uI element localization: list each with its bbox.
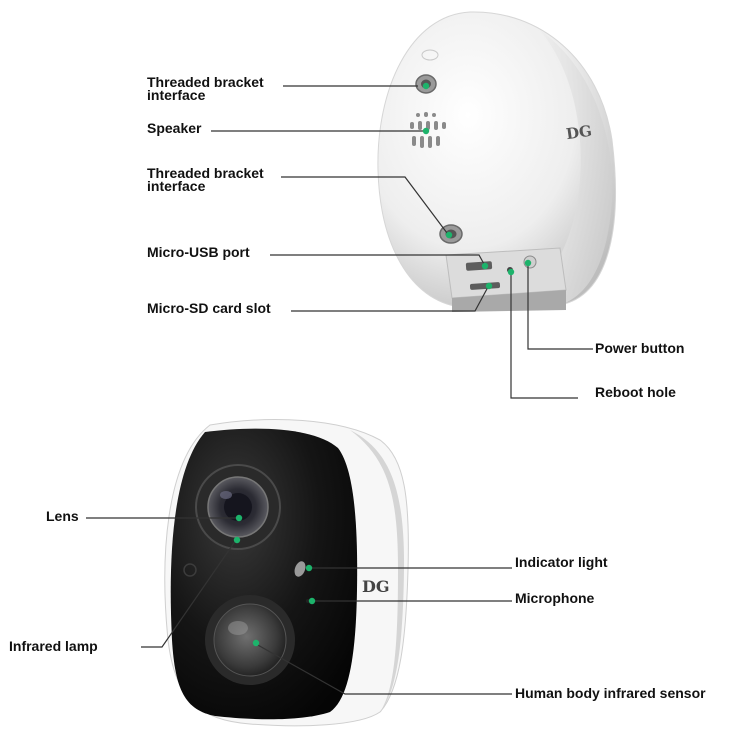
marker-bracket-top [422,82,430,90]
leader-lines [86,85,593,695]
marker-micro-sd [485,282,493,290]
label-bracket-top-line1: Threaded bracket [147,74,264,90]
label-reboot: Reboot hole [595,384,676,400]
label-bracket-mid-line2: interface [147,178,206,194]
label-speaker: Speaker [147,120,202,136]
marker-bracket-mid [445,231,453,239]
line-reboot [510,272,578,399]
marker-pir [252,639,260,647]
line-power [527,264,593,350]
label-pir: Human body infrared sensor [515,685,706,701]
markers [233,82,532,647]
label-indicator: Indicator light [515,554,608,570]
label-micro-usb: Micro-USB port [147,244,250,260]
line-micro-usb [270,254,485,265]
marker-reboot [507,268,515,276]
speaker-grille [410,112,446,148]
marker-micro-usb [481,262,489,270]
marker-indicator [305,564,313,572]
marker-power [524,259,532,267]
logo-back: DG [565,122,593,143]
label-bracket-top-line2: interface [147,87,206,103]
label-bracket-top: Threaded bracket interface [147,74,264,103]
label-lens: Lens [46,508,79,524]
line-bracket-mid [281,176,448,234]
camera-front-view: DG [164,419,409,727]
line-micro-sd [291,286,489,312]
label-microphone: Microphone [515,590,595,606]
logo-front: DG [362,577,390,596]
camera-back-view: DG [377,11,616,312]
marker-lens [235,514,243,522]
marker-infrared-lamp [233,536,241,544]
line-infrared-lamp [141,539,237,648]
marker-microphone [308,597,316,605]
label-bracket-mid: Threaded bracket interface [147,165,264,194]
label-bracket-mid-line1: Threaded bracket [147,165,264,181]
label-micro-sd: Micro-SD card slot [147,300,271,316]
marker-speaker [422,127,430,135]
line-pir [255,643,512,695]
label-power: Power button [595,340,685,356]
label-infrared-lamp: Infrared lamp [9,638,98,654]
